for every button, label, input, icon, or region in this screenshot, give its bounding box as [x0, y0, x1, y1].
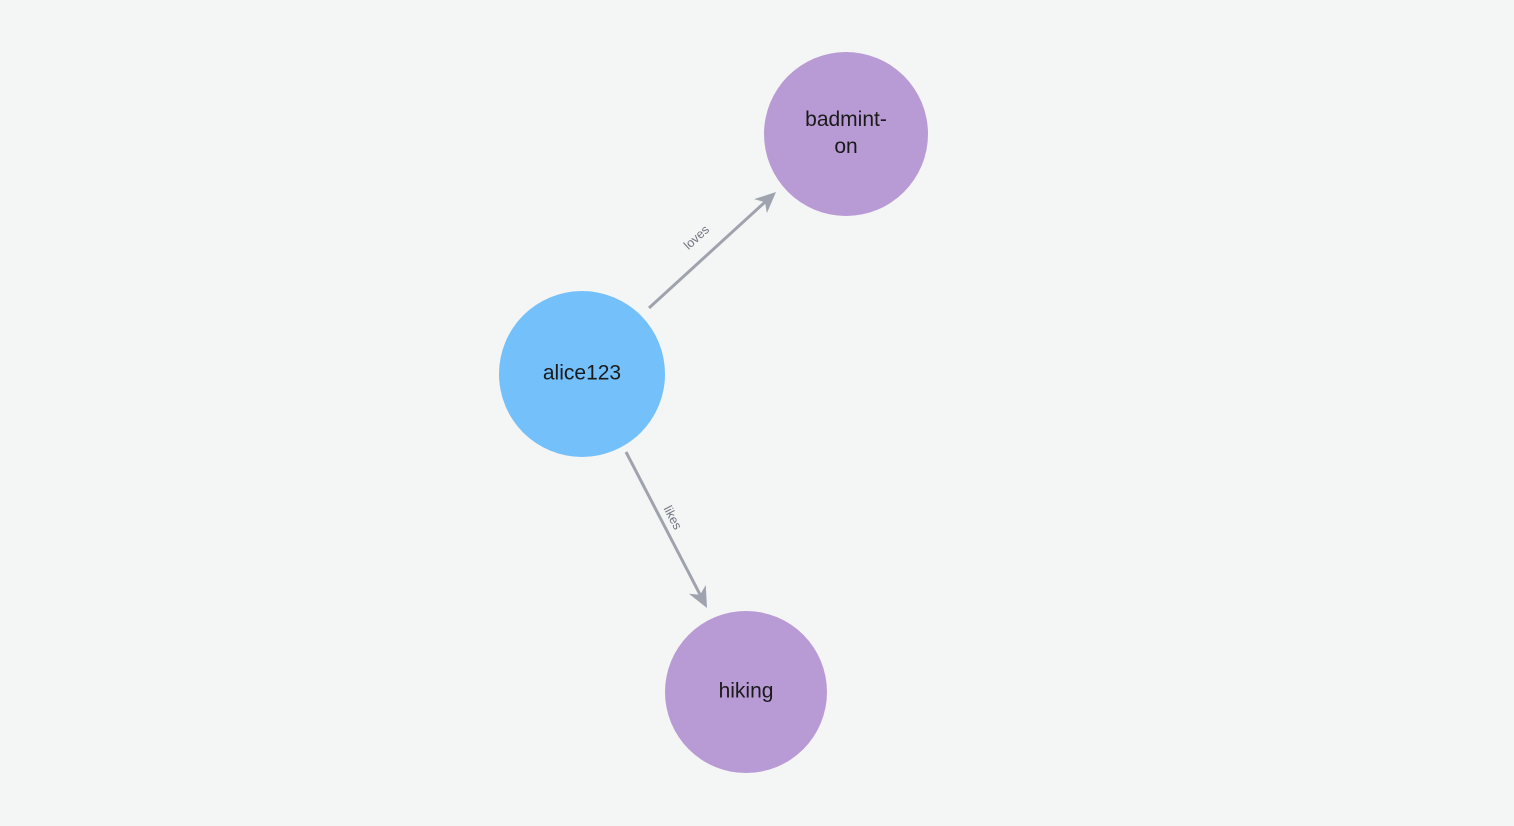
- graph-node-alice123[interactable]: alice123: [499, 291, 665, 457]
- node-circle[interactable]: [499, 291, 665, 457]
- graph-node-badminton[interactable]: badmint-on: [764, 52, 928, 216]
- graph-edge[interactable]: likes: [624, 451, 715, 612]
- edge-arrowhead-icon: [688, 584, 707, 608]
- edge-label[interactable]: loves: [681, 222, 712, 252]
- edge-line[interactable]: [647, 200, 767, 310]
- graph-node-hiking[interactable]: hiking: [665, 611, 827, 773]
- node-circle[interactable]: [764, 52, 928, 216]
- edge-arrowhead-icon: [754, 192, 776, 214]
- node-circle[interactable]: [665, 611, 827, 773]
- graph-edge[interactable]: loves: [647, 185, 782, 310]
- edge-line[interactable]: [624, 451, 702, 597]
